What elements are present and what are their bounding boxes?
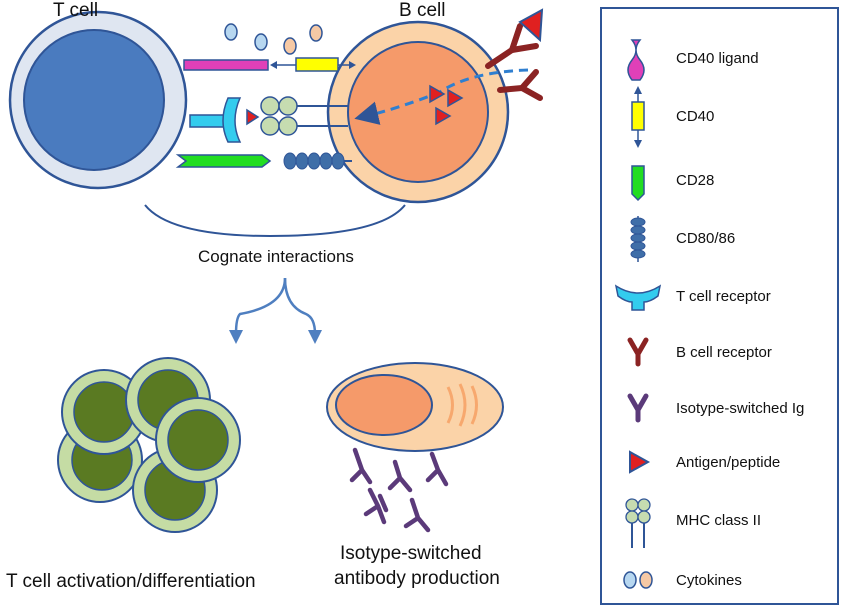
legend-label-cd80-86: CD80/86 (676, 230, 736, 247)
cd40 (270, 57, 356, 72)
b-cell (326, 20, 510, 204)
cd80-86-icon (630, 216, 646, 262)
isotype-label-line1: Isotype-switched (340, 543, 482, 564)
cognate-bracket (144, 204, 406, 238)
cytokines (224, 23, 323, 55)
cd28-icon (631, 165, 645, 202)
t-cell (8, 10, 188, 190)
cytokines-icon (623, 571, 653, 589)
mhc-class-ii (260, 96, 348, 136)
secreted-antibodies (349, 447, 449, 533)
legend-label-cytokines: Cytokines (676, 572, 742, 589)
arrowhead-left (229, 330, 243, 344)
legend-label-cd28: CD28 (676, 172, 715, 189)
legend-label-bcr: B cell receptor (676, 344, 772, 361)
b-cell-label: B cell (399, 0, 446, 21)
internalized-antigen (429, 84, 464, 126)
t-cell-label: T cell (53, 0, 99, 21)
free-antigen (518, 8, 544, 43)
cd80-86 (283, 152, 352, 170)
legend-label-cd40: CD40 (676, 108, 715, 125)
mhc-class-ii-icon (625, 498, 651, 548)
cd40-ligand-icon (627, 39, 645, 81)
tcr (189, 97, 260, 143)
legend-label-antigen: Antigen/peptide (676, 454, 781, 471)
t-activation-label: T cell activation/differentiation (6, 571, 256, 592)
legend-label-ig: Isotype-switched Ig (676, 400, 805, 417)
plasma-cell (326, 362, 504, 452)
cognate-label: Cognate interactions (198, 247, 354, 266)
cd40-icon (631, 86, 645, 148)
t-cell-receptor-icon (614, 284, 662, 311)
legend-label-cd40-ligand: CD40 ligand (676, 50, 759, 67)
arrowhead-right (308, 330, 322, 344)
isotype-label-line2: antibody production (334, 568, 500, 589)
antigen-peptide-icon (629, 450, 651, 474)
isotype-switched-ig-icon (627, 393, 649, 423)
cd40-ligand (183, 59, 269, 71)
split-arrow (234, 277, 317, 335)
cd28 (175, 154, 272, 168)
legend-label-mhc: MHC class II (676, 512, 762, 529)
b-cell-receptor-icon (627, 337, 649, 367)
legend-label-tcr: T cell receptor (676, 288, 771, 305)
activated-t-cells (57, 357, 241, 533)
b-cell-receptors (485, 23, 543, 101)
